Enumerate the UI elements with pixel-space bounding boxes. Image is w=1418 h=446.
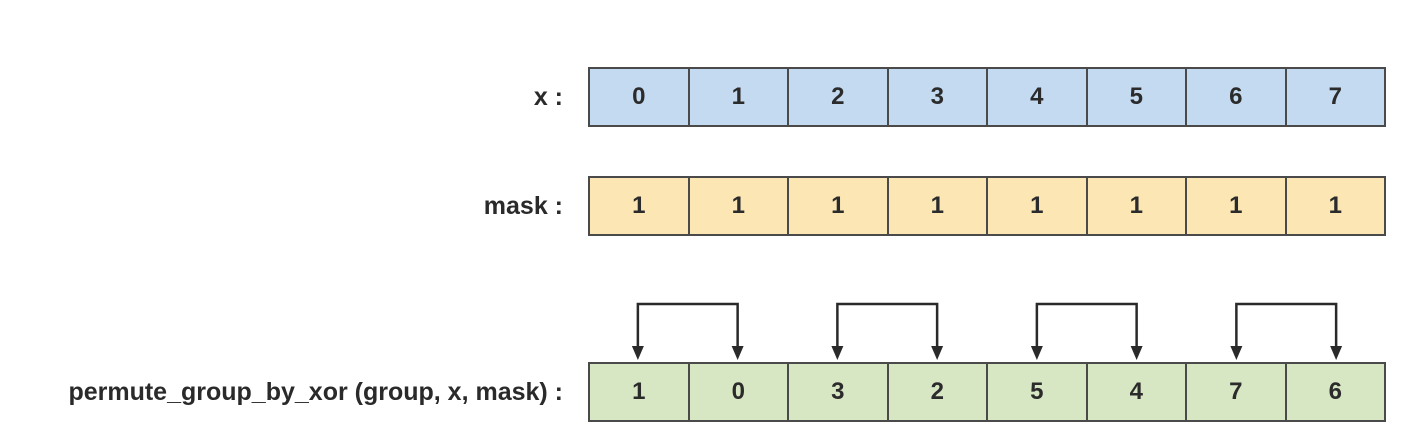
result-array: 1 0 3 2 5 4 7 6 (588, 362, 1386, 422)
x-cell: 5 (1087, 69, 1187, 125)
result-cell: 7 (1187, 364, 1287, 420)
x-cell: 4 (988, 69, 1088, 125)
swap-arrows (631, 302, 1343, 360)
mask-cell: 1 (1187, 178, 1287, 234)
mask-cell: 1 (1087, 178, 1187, 234)
mask-cell: 1 (689, 178, 789, 234)
result-cell: 6 (1286, 364, 1384, 420)
mask-cell: 1 (1286, 178, 1384, 234)
arrowhead (931, 346, 944, 360)
arrowhead (831, 346, 844, 360)
result-cell: 5 (988, 364, 1088, 420)
swap-arrow (831, 302, 944, 360)
x-cell: 1 (689, 69, 789, 125)
arrowhead (1330, 346, 1343, 360)
swap-arrow (631, 302, 744, 360)
mask-cell: 1 (888, 178, 988, 234)
result-cell: 4 (1087, 364, 1187, 420)
result-cell: 2 (888, 364, 988, 420)
row-label-result: permute_group_by_xor (group, x, mask) : (68, 378, 563, 406)
mask-cell: 1 (789, 178, 889, 234)
x-cell: 2 (789, 69, 889, 125)
row-label-x: x : (533, 83, 563, 111)
result-cell: 3 (789, 364, 889, 420)
x-cell: 0 (590, 69, 690, 125)
arrowhead (1130, 346, 1143, 360)
x-array: 0 1 2 3 4 5 6 7 (588, 67, 1386, 127)
mask-cell: 1 (590, 178, 690, 234)
result-cell: 1 (590, 364, 690, 420)
x-cell: 3 (888, 69, 988, 125)
result-cell: 0 (689, 364, 789, 420)
arrowhead (731, 346, 744, 360)
arrowhead (631, 346, 644, 360)
mask-cell: 1 (988, 178, 1088, 234)
mask-array: 1 1 1 1 1 1 1 1 (588, 176, 1386, 236)
row-label-mask: mask : (483, 192, 563, 220)
swap-arrow (1230, 302, 1343, 360)
arrowhead (1230, 346, 1243, 360)
x-cell: 7 (1286, 69, 1384, 125)
x-cell: 6 (1187, 69, 1287, 125)
arrowhead (1030, 346, 1043, 360)
swap-arrow (1030, 302, 1143, 360)
